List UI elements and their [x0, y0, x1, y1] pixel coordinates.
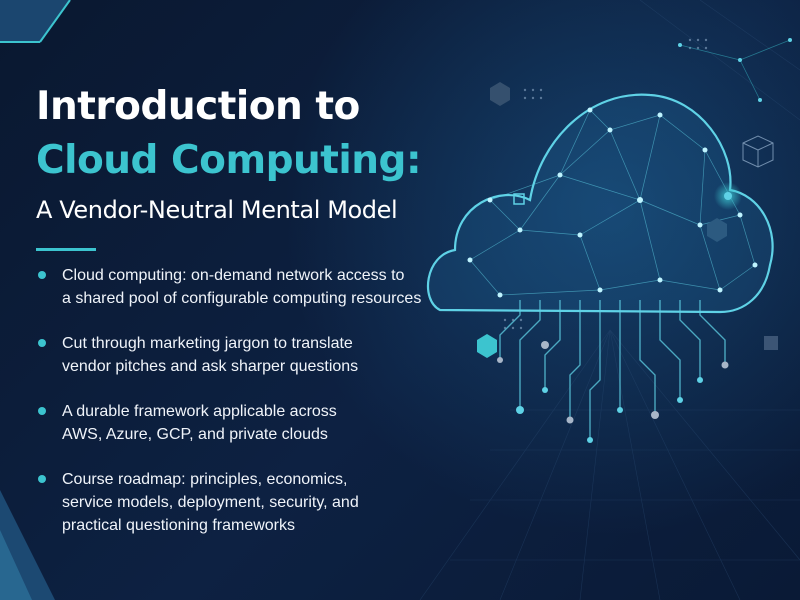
bullet-text: Cloud computing: on-demand network acces…: [62, 267, 405, 284]
top-nodes: [678, 38, 792, 102]
title-divider: [36, 248, 96, 251]
hexagon-icon: [707, 218, 727, 242]
bullet-text: Course roadmap: principles, economics,: [62, 471, 348, 488]
bullet-item: Cloud computing: on-demand network acces…: [36, 264, 456, 310]
bullet-text: vendor pitches and ask sharper questions: [62, 358, 359, 375]
title-block: Introduction to Cloud Computing: A Vendo…: [36, 80, 466, 251]
title-line-2: Cloud Computing:: [36, 138, 422, 183]
background-grid: [419, 0, 800, 600]
title-line-1: Introduction to: [36, 84, 360, 129]
bullet-item: Course roadmap: principles, economics, s…: [36, 468, 456, 537]
cloud-nodes: [467, 107, 758, 298]
corner-accent-bottom-left: [0, 490, 55, 600]
bullet-dot: [38, 339, 46, 347]
circuit-lines-icon: [499, 300, 726, 440]
cube-icon: [742, 135, 774, 168]
square-node: [513, 193, 525, 205]
bullet-dot: [38, 475, 46, 483]
circuit-nodes: [497, 341, 729, 443]
hexagon-icon: [490, 82, 510, 106]
bullet-text: AWS, Azure, GCP, and private clouds: [62, 426, 328, 443]
bullet-list: Cloud computing: on-demand network acces…: [36, 264, 456, 559]
bullet-item: A durable framework applicable across AW…: [36, 400, 456, 446]
network-mesh: [469, 109, 756, 296]
subtitle: A Vendor-Neutral Mental Model: [36, 196, 398, 224]
square-node: [764, 336, 778, 350]
bullet-dot: [38, 271, 46, 279]
dot-grid: [503, 38, 708, 330]
cloud-outline: [426, 93, 774, 314]
bullet-text: A durable framework applicable across: [62, 403, 337, 420]
bullet-text: practical questioning frameworks: [62, 517, 295, 534]
bullet-text: Cut through marketing jargon to translat…: [62, 335, 353, 352]
bullet-dot: [38, 407, 46, 415]
bullet-item: Cut through marketing jargon to translat…: [36, 332, 456, 378]
bullet-text: a shared pool of configurable computing …: [62, 290, 422, 307]
top-network: [679, 39, 791, 101]
corner-accent-top-left: [0, 0, 71, 43]
bullet-text: service models, deployment, security, an…: [62, 494, 359, 511]
hexagon-icon: [477, 334, 497, 358]
